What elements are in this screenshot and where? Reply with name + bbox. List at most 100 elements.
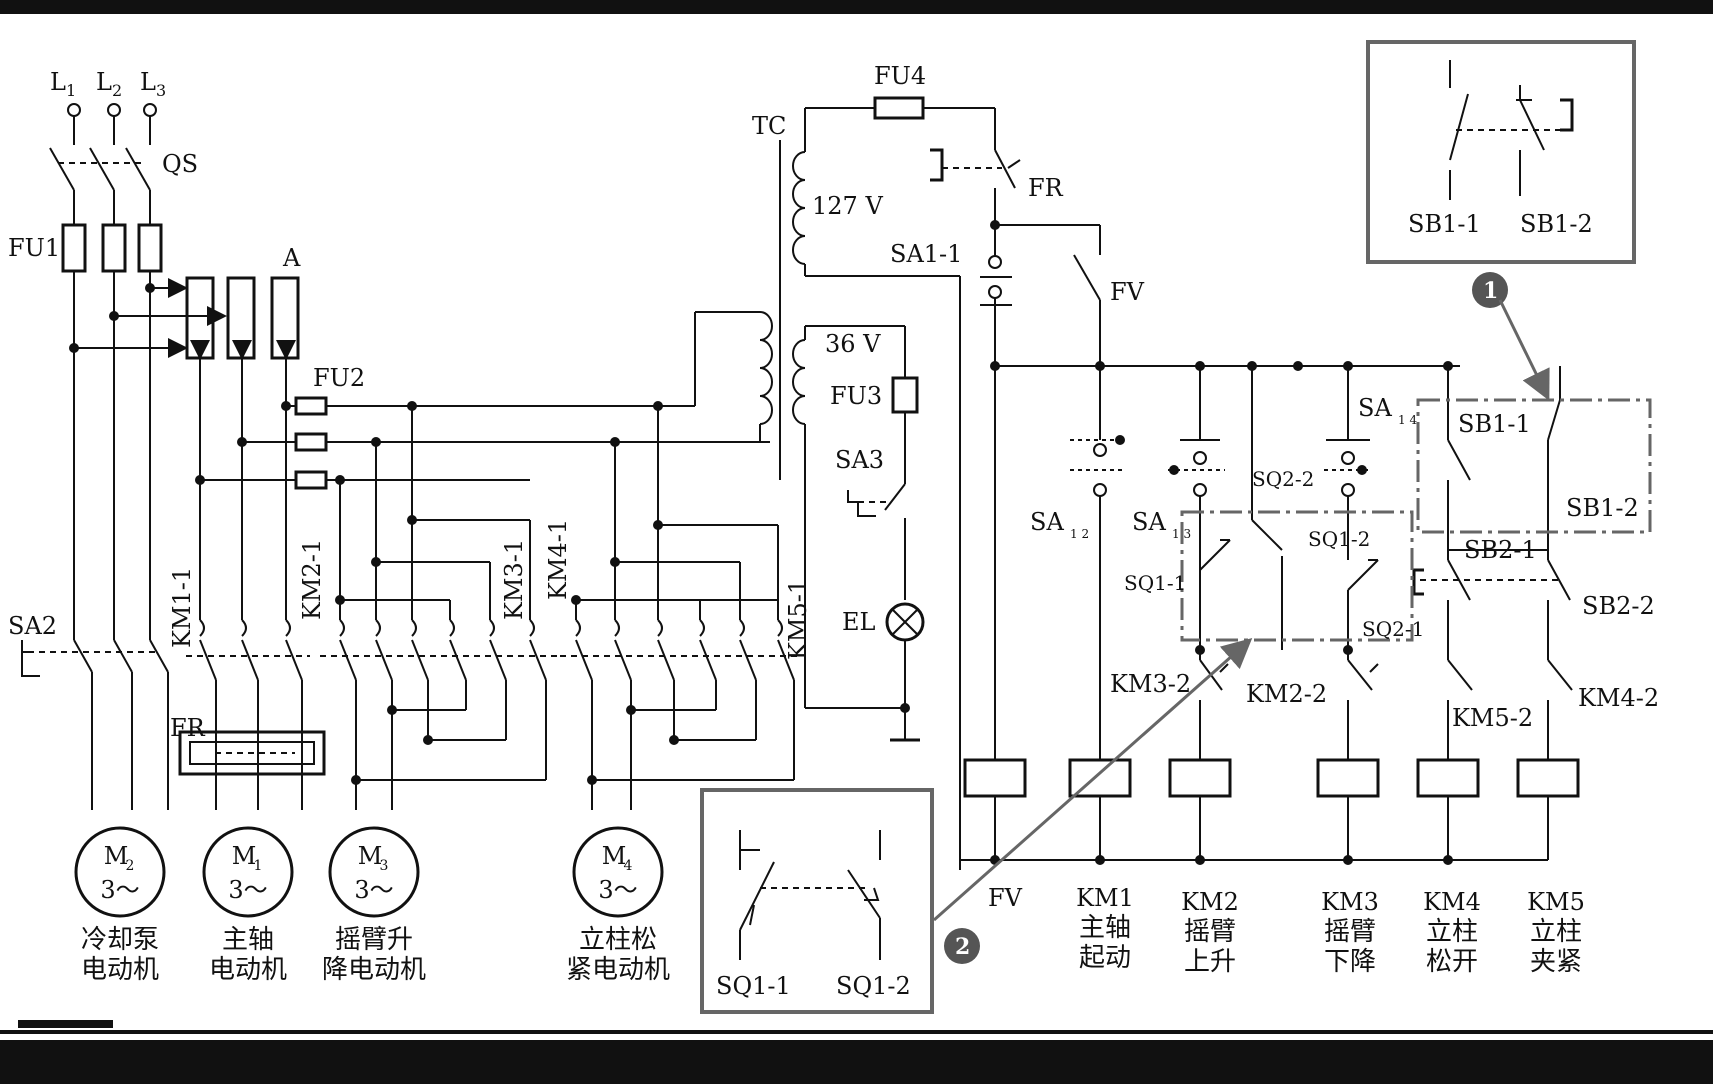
m4-phase: 3～ — [598, 876, 637, 904]
callout1-badge — [1472, 272, 1508, 308]
label-l1-sub: 1 — [66, 81, 76, 100]
coil-km3-code: KM3 — [1321, 888, 1379, 916]
callout-2: SQ1-1 SQ1-2 — [700, 788, 934, 1014]
label-sb2-1: SB2-1 — [1464, 536, 1537, 564]
m3-name-line1: 摇臂升 — [335, 925, 413, 955]
motor-m4 — [572, 826, 664, 918]
coil-km1-code: KM1 — [1076, 884, 1134, 912]
km2-1-km3-1-contacts — [320, 619, 560, 810]
coil-km3-line1: 摇臂 — [1324, 917, 1376, 947]
label-km4-1: KM4-1 — [544, 519, 572, 600]
label-l3: L — [140, 68, 156, 96]
coil-km5-line2: 夹紧 — [1530, 947, 1582, 977]
label-sa1-1: SA1-1 — [890, 240, 962, 268]
fu3-fuse — [891, 376, 919, 414]
callout1-pointer — [1498, 299, 1550, 401]
label-sq1-2: SQ1-2 — [1308, 527, 1370, 551]
m4-sub: 4 — [624, 858, 633, 874]
label-km2-2: KM2-2 — [1246, 680, 1327, 708]
label-km3-1: KM3-1 — [500, 539, 528, 620]
callout2-sq1-2-label: SQ1-2 — [836, 972, 911, 1000]
coil-km4-line1: 立柱 — [1426, 917, 1478, 947]
label-km5-2: KM5-2 — [1452, 704, 1533, 732]
m4-symbol: M — [602, 842, 627, 870]
callout2-badge — [944, 928, 980, 964]
label-km1-1: KM1-1 — [168, 567, 196, 648]
qs-switch — [49, 147, 151, 225]
coil-fv-code: FV — [988, 884, 1023, 912]
m4-name-line2: 紧电动机 — [566, 955, 670, 985]
motor-m3 — [328, 826, 420, 918]
label-fr-relay: FR — [170, 714, 206, 742]
ammeter-block — [185, 276, 300, 360]
m1-symbol: M — [232, 842, 257, 870]
label-km2-1: KM2-1 — [298, 539, 326, 620]
m1-phase: 3～ — [228, 876, 267, 904]
motor-m1 — [202, 826, 294, 918]
sa2-switch — [21, 620, 169, 810]
callout2-sq1-1-label: SQ1-1 — [716, 972, 791, 1000]
label-sa1-4: SA — [1358, 394, 1392, 422]
label-sa2: SA2 — [8, 612, 57, 640]
m2-name-line1: 冷却泵 — [81, 925, 159, 955]
label-sa3: SA3 — [835, 446, 884, 474]
label-qs: QS — [162, 150, 198, 178]
callout1-sb1-1-label: SB1-1 — [1408, 210, 1481, 238]
m2-phase: 3～ — [100, 876, 139, 904]
label-sa1-3: SA — [1132, 508, 1166, 536]
m3-name-line2: 降电动机 — [322, 955, 426, 985]
label-sa1-3-sub: 1 3 — [1172, 527, 1191, 541]
fr-thermal-relay — [178, 730, 326, 776]
m2-symbol: M — [104, 842, 129, 870]
km1-1-contacts — [186, 619, 310, 810]
m1-sub: 1 — [254, 858, 263, 874]
m3-symbol: M — [358, 842, 383, 870]
m3-phase: 3～ — [354, 876, 393, 904]
coil-km5-line1: 立柱 — [1530, 917, 1582, 947]
transformer-tc — [695, 108, 961, 870]
label-fu3: FU3 — [830, 382, 882, 410]
coil-km3-line2: 下降 — [1324, 947, 1376, 977]
label-l3-sub: 3 — [156, 81, 166, 100]
label-sq2-2: SQ2-2 — [1252, 467, 1314, 491]
sa3-switch — [884, 483, 906, 511]
label-fr-top: FR — [1028, 174, 1064, 202]
label-fu4: FU4 — [874, 62, 926, 90]
fu2-fuses — [294, 396, 328, 490]
label-km5-1: KM5-1 — [784, 579, 812, 660]
label-l2: L — [96, 68, 112, 96]
fu4-fuse — [873, 96, 925, 120]
label-fu2: FU2 — [313, 364, 365, 392]
callout1-sb1-2-label: SB1-2 — [1520, 210, 1593, 238]
fv-switch — [1073, 254, 1101, 301]
m4-name-line1: 立柱松 — [579, 925, 657, 955]
supply-terminals — [67, 103, 157, 145]
m3-sub: 3 — [380, 858, 389, 874]
label-sq2-1: SQ2-1 — [1362, 617, 1424, 641]
m1-name-line2: 电动机 — [209, 955, 287, 985]
coil-km2-line2: 上升 — [1184, 947, 1236, 977]
callout-1: SB1-1 SB1-2 — [1366, 40, 1636, 264]
coil-km5-code: KM5 — [1527, 888, 1585, 916]
callout2-pointer — [933, 638, 1253, 922]
m2-sub: 2 — [126, 858, 135, 874]
m2-name-line2: 电动机 — [81, 955, 159, 985]
label-fu1: FU1 — [8, 234, 60, 262]
label-sa1-4-sub: 1 4 — [1398, 413, 1417, 427]
label-km4-2: KM4-2 — [1578, 684, 1659, 712]
coil-km2-code: KM2 — [1181, 888, 1239, 916]
coil-km1-line2: 起动 — [1079, 943, 1131, 973]
label-el: EL — [842, 608, 876, 636]
motor-m2 — [74, 826, 166, 918]
coil-km1-line1: 主轴 — [1079, 913, 1131, 943]
label-l1: L — [50, 68, 66, 96]
fu1-fuses — [61, 223, 163, 273]
label-km3-2: KM3-2 — [1110, 670, 1191, 698]
fr-contact — [994, 149, 1016, 189]
label-fv-switch: FV — [1110, 278, 1145, 306]
label-sa1-2: SA — [1030, 508, 1064, 536]
label-l2-sub: 2 — [112, 81, 122, 100]
label-tc: TC — [752, 112, 786, 140]
